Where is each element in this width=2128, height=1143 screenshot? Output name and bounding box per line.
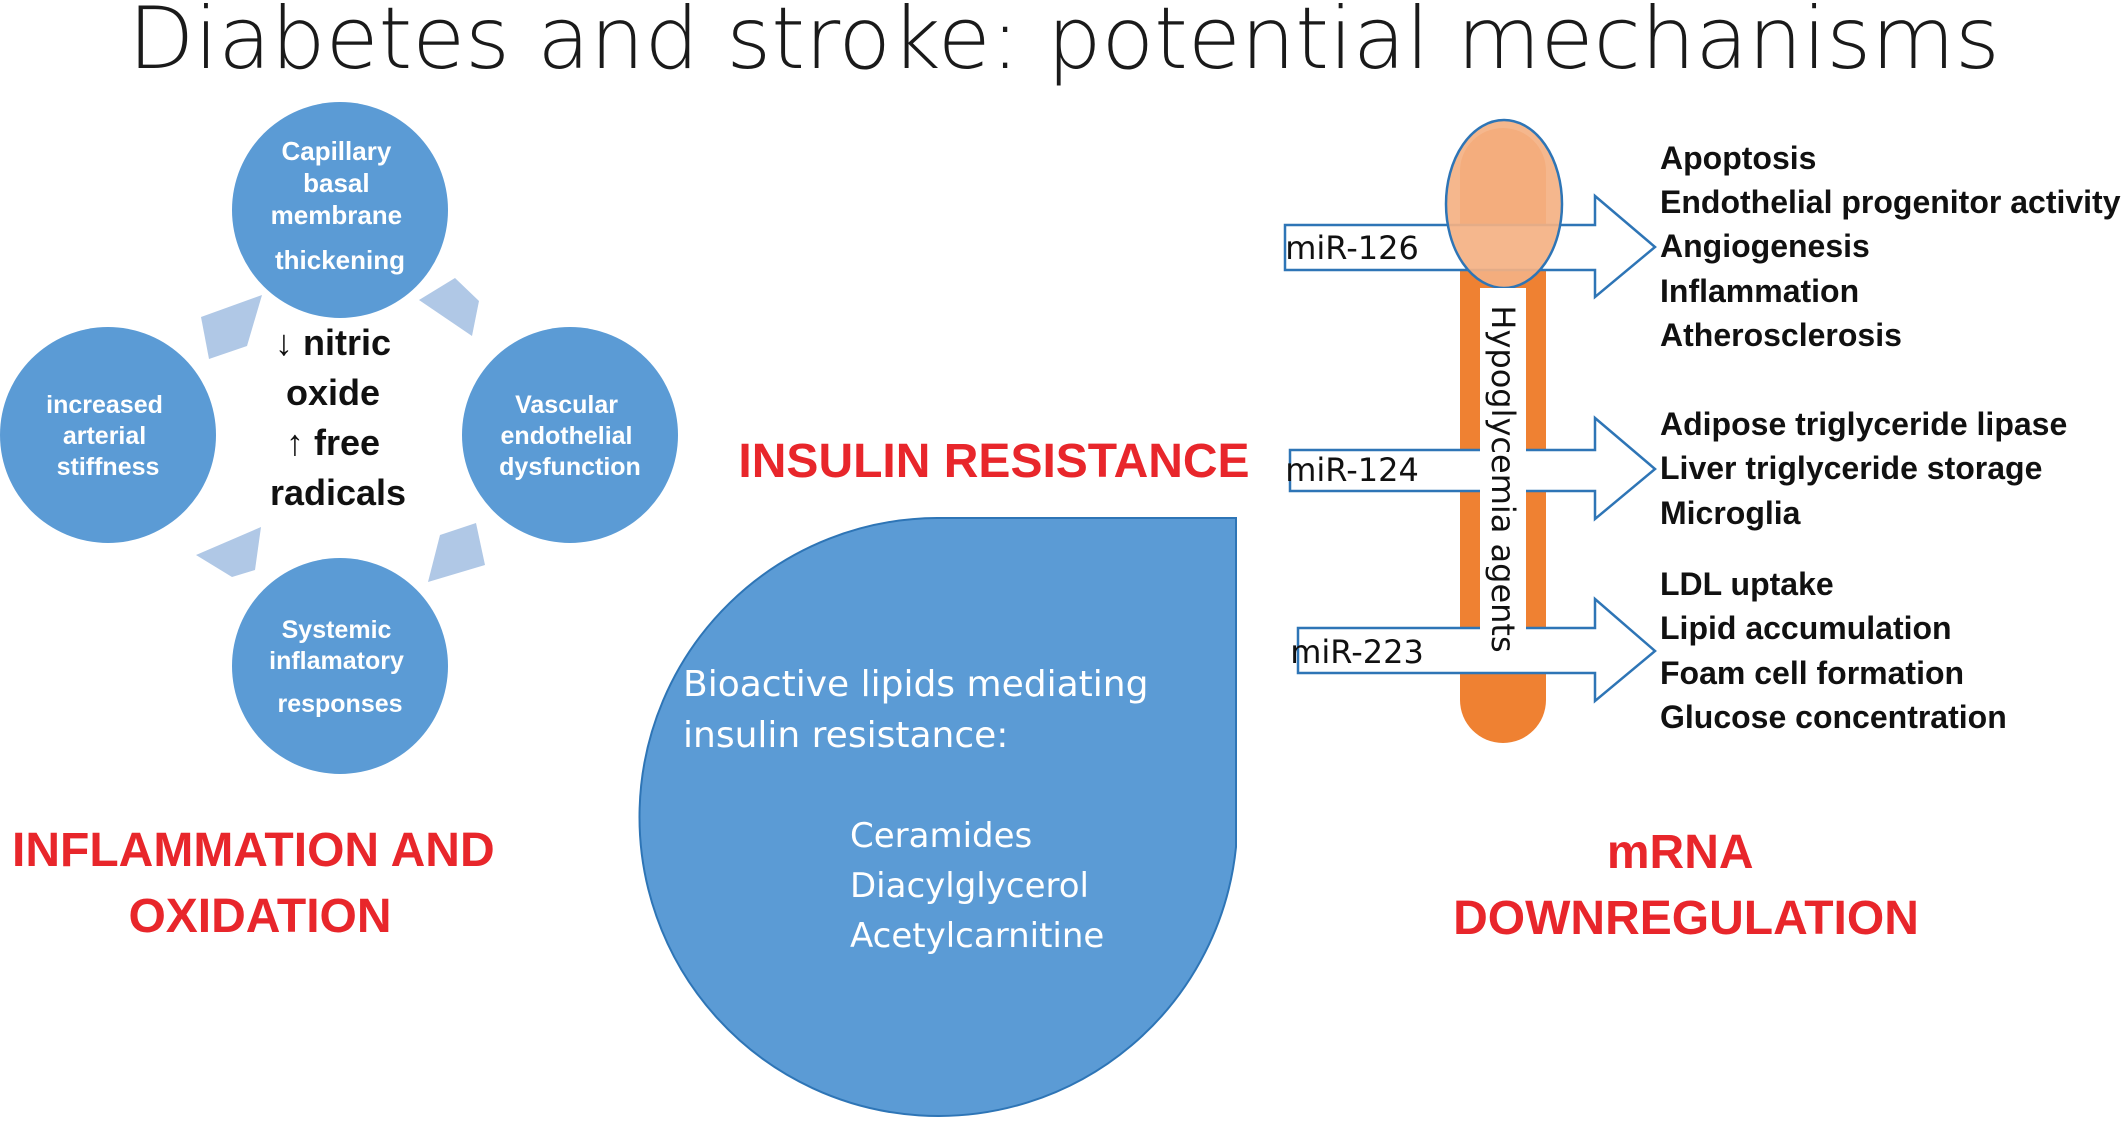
cycle-node-left [0,327,216,543]
cycle-node-bottom-label: Systemic inflamatory responses [269,616,411,718]
mrna-heading: mRNA DOWNREGULATION [1453,826,1919,945]
cycle-node-bottom [232,558,448,774]
page-title: Diabetes and stroke: potential mechanism… [128,0,2000,89]
mirna-arrow-223 [1296,596,1657,704]
mirna-label-126: miR-126 [1285,229,1419,267]
hypoglycemia-label-bg [1480,288,1526,670]
cycle-node-top-label: Capillary basal membrane thickening [271,136,410,275]
cycle-node-top [232,102,448,318]
lipid-intro: Bioactive lipids mediating insulin resis… [683,664,1160,756]
mirna-223-effects: LDL uptake Lipid accumulation Foam cell … [1660,566,2007,735]
hypoglycemia-label: Hypoglycemia agents [1484,305,1522,652]
mirna-label-223: miR-223 [1290,633,1424,671]
lipid-teardrop [638,517,1237,1117]
mirna-label-124: miR-124 [1285,451,1419,489]
inflammation-heading: INFLAMMATION AND OXIDATION [12,824,508,943]
cycle-arrow-right-bottom [428,523,485,582]
hypoglycemia-cap [1444,118,1564,290]
cycle-node-right [462,327,678,543]
mirna-arrow-124 [1288,415,1657,522]
cycle-node-right-label: Vascular endothelial dysfunction [499,391,641,481]
insulin-heading: INSULIN RESISTANCE [738,435,1249,488]
cycle-arrow-bottom-left [196,527,261,577]
lipid-list: Ceramides Diacylglycerol Acetylcarnitine [850,816,1104,956]
cycle-node-left-label: increased arterial stiffness [46,391,170,481]
mirna-124-effects: Adipose triglyceride lipase Liver trigly… [1660,406,2076,531]
cycle-arrow-top-right [419,278,479,336]
cycle-group: Capillary basal membrane thickening Vasc… [0,102,678,774]
mirna-126-effects: Apoptosis Endothelial progenitor activit… [1660,140,2128,353]
cycle-arrow-left-top [201,295,262,359]
cycle-center-label: ↓ nitric oxide ↑ free radicals [270,322,406,513]
